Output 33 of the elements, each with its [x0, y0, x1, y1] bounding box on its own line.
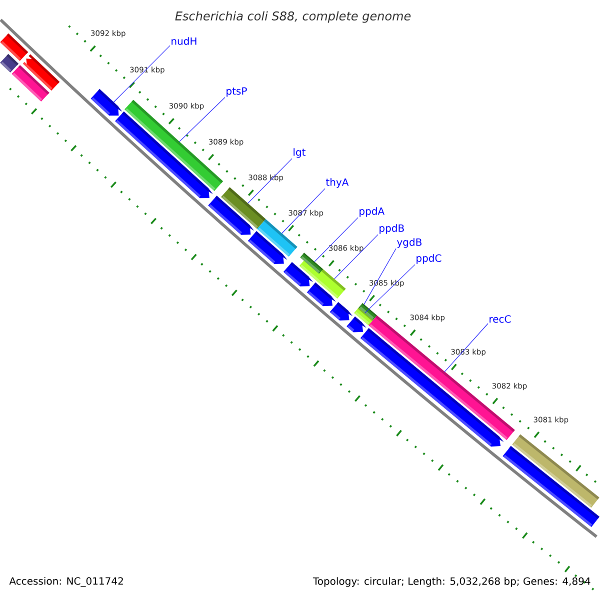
gene-label: ppdC — [416, 254, 442, 264]
gene-label: thyA — [326, 178, 349, 188]
gene-bar — [358, 303, 377, 320]
leader-line — [282, 188, 326, 234]
gene-bar — [0, 54, 19, 72]
gene-label: recC — [490, 315, 511, 323]
gene-bar — [368, 315, 515, 440]
gene-label: nudH — [172, 37, 196, 45]
leader-line — [113, 45, 170, 102]
leader-line — [364, 264, 416, 314]
gene-bar — [330, 302, 353, 320]
leader-line — [364, 248, 396, 305]
gene-label: ppdA — [360, 207, 385, 217]
footer-text: Accession: NC_011742 — [9, 577, 123, 587]
gene-label: ptsP — [226, 87, 247, 97]
footer-text: Topology: circular; Length: 5,032,268 bp; Genes: 4,894 — [312, 577, 590, 587]
gene-bar — [90, 89, 122, 116]
gene-label: lgt — [294, 148, 306, 158]
leader-line — [444, 323, 488, 372]
gene-bar — [208, 196, 254, 235]
leader-line — [178, 97, 226, 142]
gene-bar — [248, 231, 288, 264]
leader-line — [334, 234, 378, 280]
gene-label: ppdB — [380, 224, 404, 234]
gene-bar — [502, 446, 600, 527]
gene-bar — [306, 282, 336, 306]
gene-bar — [12, 65, 50, 102]
title: Escherichia coli S88, complete genome — [175, 11, 411, 23]
gene-bar — [300, 252, 323, 274]
leader-line — [314, 217, 358, 262]
leader-line — [247, 158, 292, 204]
gene-label: ygdB — [397, 238, 422, 248]
gene-bar — [283, 262, 314, 286]
